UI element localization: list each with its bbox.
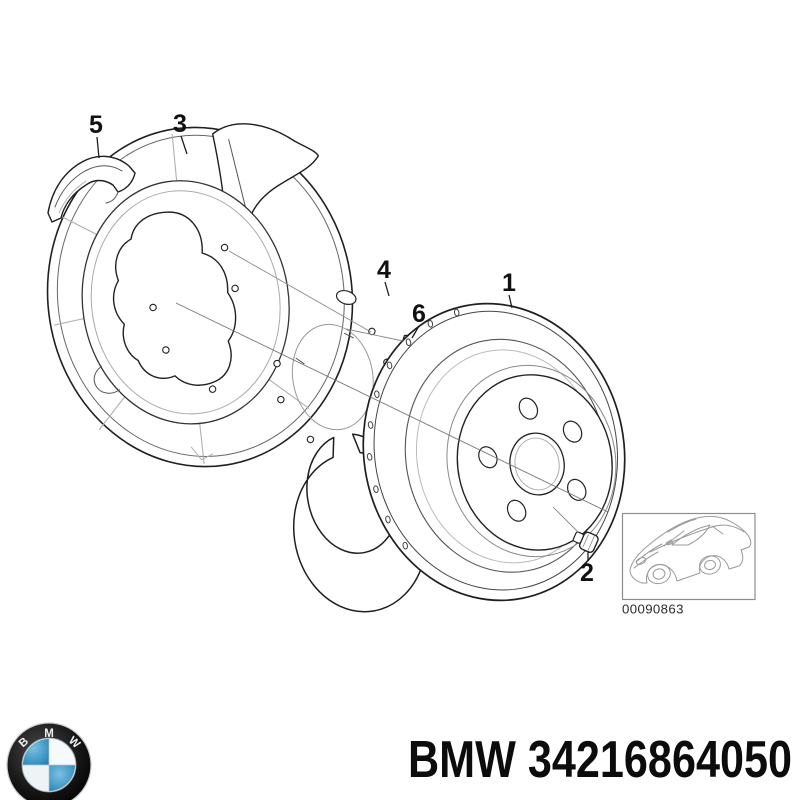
car-silhouette <box>629 515 752 585</box>
vehicle-inset: 00090863 <box>621 512 756 617</box>
inset-code: 00090863 <box>622 602 684 617</box>
lug-holes <box>478 397 587 522</box>
retaining-clip-drawing <box>47 155 136 223</box>
vent-holes <box>366 308 460 550</box>
callout-3: 3 <box>173 110 187 138</box>
callout-6: 6 <box>412 300 426 328</box>
part-number-label: BMW 34216864050 <box>408 731 792 789</box>
brake-disc-drawing <box>362 302 626 602</box>
callout-5: 5 <box>89 111 103 139</box>
set-screw-drawing <box>572 531 599 553</box>
callout-2: 2 <box>580 559 594 587</box>
assembly-axis-lines <box>175 250 609 533</box>
callout-leader-lines <box>96 135 589 561</box>
callout-4: 4 <box>377 256 391 284</box>
logo-quadrant-white-tr <box>49 739 75 765</box>
callout-1: 1 <box>502 269 516 297</box>
bmw-logo: B M W <box>6 722 92 800</box>
shield-opening <box>112 211 237 386</box>
logo-quadrant-white-bl <box>23 765 49 791</box>
logo-quadrant-blue-br <box>49 765 75 791</box>
logo-quadrant-blue-tl <box>23 739 49 765</box>
splash-shield-drawing <box>46 123 354 468</box>
logo-letter-m: M <box>44 728 54 740</box>
inset-border <box>621 512 756 601</box>
